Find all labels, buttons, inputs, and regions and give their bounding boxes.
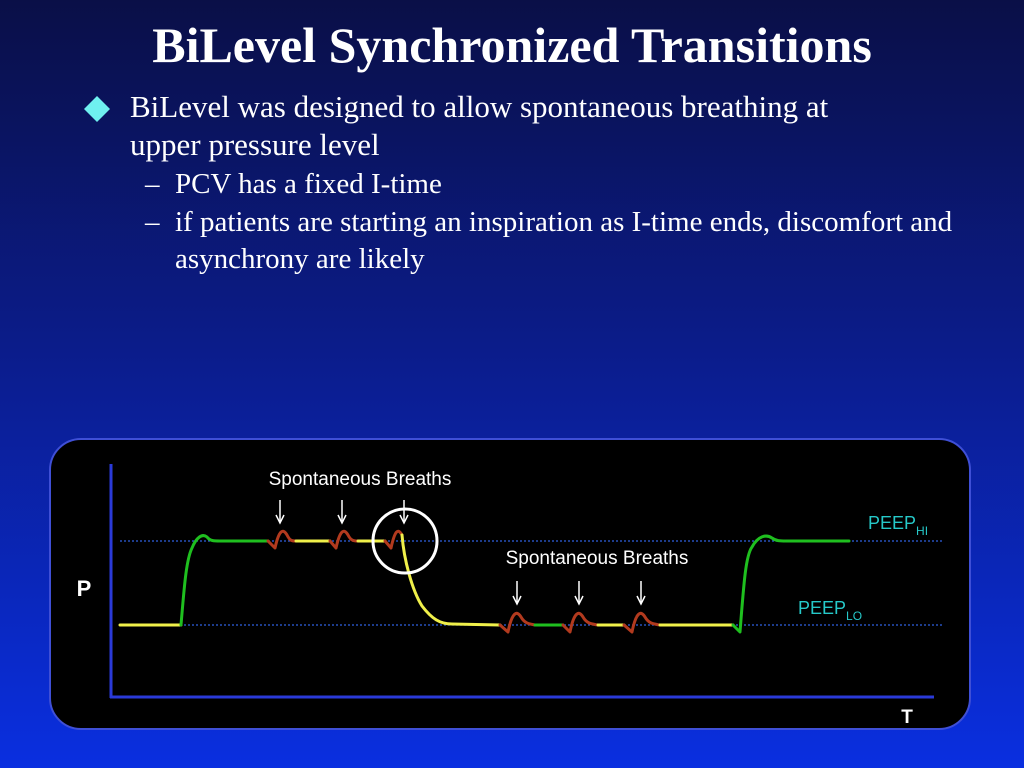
- rise-to-peep-hi-2: [731, 534, 788, 634]
- spontaneous-breath-arrows-hi: [275, 500, 409, 525]
- dash-bullet-icon: –: [145, 168, 160, 200]
- x-axis-label: T: [901, 707, 913, 728]
- peep-lo-label: PEEPLO: [798, 598, 862, 623]
- dash-bullet-icon: –: [145, 206, 160, 238]
- spontaneous-breaths-label-top: Spontaneous Breaths: [269, 469, 452, 490]
- peep-hi-subscript: HI: [916, 524, 928, 538]
- spontaneous-breath-arrows-lo: [512, 581, 646, 606]
- pressure-waveform: [118, 529, 851, 634]
- peep-lo-subscript: LO: [846, 609, 862, 623]
- spontaneous-breaths-label-bottom: Spontaneous Breaths: [506, 548, 689, 569]
- bullet-list: BiLevel was designed to allow spontaneou…: [0, 0, 1024, 300]
- peep-hi-text: PEEP: [868, 513, 916, 533]
- rise-to-peep-hi: [179, 534, 222, 627]
- peep-lo-text: PEEP: [798, 598, 846, 618]
- lo-breath-3: [622, 611, 662, 634]
- bullet-main-text: BiLevel was designed to allow spontaneou…: [130, 89, 829, 162]
- down-arrow-icon: [636, 581, 646, 606]
- synchronized-transition: [400, 533, 502, 627]
- down-arrow-icon: [512, 581, 522, 606]
- peep-hi-label: PEEPHI: [868, 513, 928, 538]
- slide-title: BiLevel Synchronized Transitions: [152, 17, 872, 73]
- y-axis-label: P: [77, 576, 92, 601]
- lo-breath-1: [498, 611, 537, 634]
- sub-bullet-text: PCV has a fixed I-time: [175, 168, 442, 200]
- down-arrow-icon: [574, 581, 584, 606]
- down-arrow-icon: [275, 500, 285, 525]
- sub-bullet-text: if patients are starting an inspiration …: [175, 206, 953, 275]
- hi-breath-1: [266, 529, 298, 550]
- hi-breath-2: [328, 529, 360, 550]
- down-arrow-icon: [399, 500, 409, 525]
- lo-breath-2: [561, 611, 600, 634]
- transition-highlight-circle: [371, 507, 439, 575]
- hi-breath-3: [383, 529, 404, 550]
- waveform-panel: [49, 438, 971, 730]
- down-arrow-icon: [337, 500, 347, 525]
- diamond-bullet-icon: [84, 96, 110, 122]
